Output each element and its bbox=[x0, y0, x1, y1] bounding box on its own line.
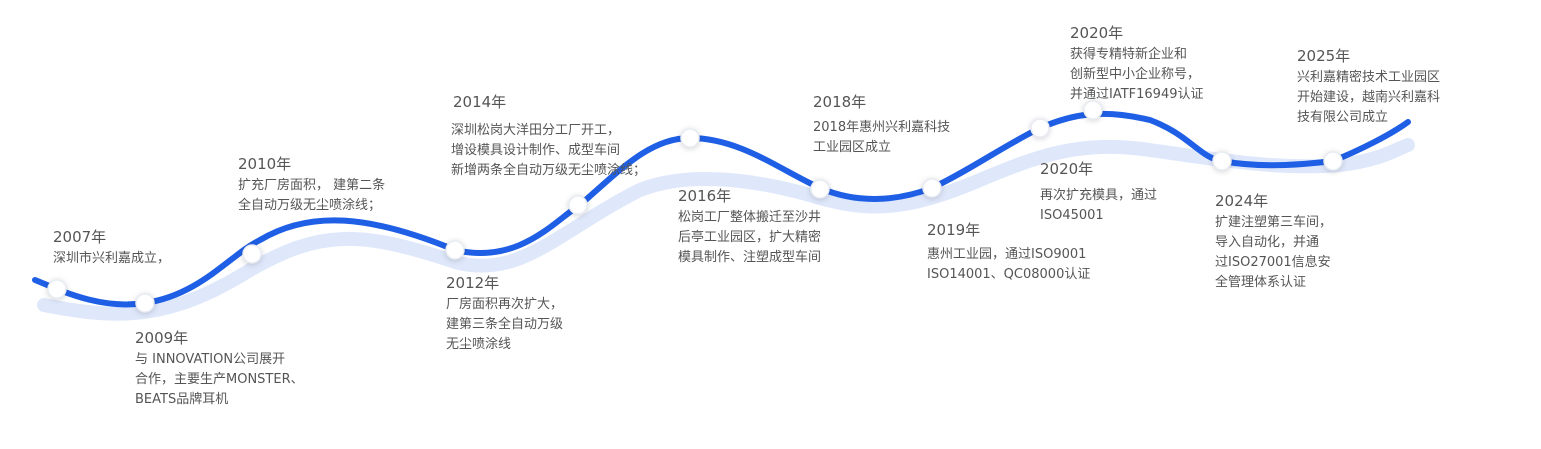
timeline-node bbox=[445, 240, 465, 260]
milestone-desc-line: 兴利嘉精密技术工业园区 bbox=[1297, 70, 1441, 85]
milestone-desc-line: 过ISO27001信息安 bbox=[1215, 255, 1331, 270]
milestone-year: 2024年 bbox=[1215, 192, 1269, 210]
milestone-year: 2020年 bbox=[1070, 24, 1124, 42]
milestone-2024: 2024年 扩建注塑第三车间， 导入自动化，并通 过ISO27001信息安 全管… bbox=[1215, 190, 1332, 293]
timeline-nodes bbox=[47, 100, 1343, 313]
milestone-desc-line: 后亭工业园区，扩大精密 bbox=[678, 230, 822, 245]
milestone-desc-line: BEATS品牌耳机 bbox=[135, 392, 229, 407]
timeline-node bbox=[47, 279, 67, 299]
milestone-desc-line: 并通过IATF16949认证 bbox=[1070, 87, 1204, 102]
milestone-desc-line: 深圳松岗大洋田分工厂开工， bbox=[451, 123, 621, 138]
milestone-desc-line: 导入自动化，并通 bbox=[1215, 235, 1320, 250]
milestone-year: 2009年 bbox=[135, 329, 189, 347]
milestone-2018: 2018年 2018年惠州兴利嘉科技 工业园区成立 bbox=[813, 91, 950, 158]
milestone-2025: 2025年 兴利嘉精密技术工业园区 开始建设，越南兴利嘉科 技有限公司成立 bbox=[1297, 45, 1440, 128]
milestone-desc-line: ISO45001 bbox=[1040, 208, 1104, 223]
milestone-2014: 2014年 深圳松岗大洋田分工厂开工， 增设模具设计制作、成型车间 新增两条全自… bbox=[451, 91, 646, 181]
timeline-node bbox=[1212, 151, 1232, 171]
milestone-2012: 2012年 厂房面积再次扩大， 建第三条全自动万级 无尘喷涂线 bbox=[446, 272, 563, 355]
milestone-desc-line: 模具制作、注塑成型车间 bbox=[678, 250, 822, 265]
milestone-desc-line: 惠州工业园，通过ISO9001 bbox=[927, 247, 1087, 262]
milestone-year: 2016年 bbox=[678, 187, 732, 205]
milestone-desc-line: 创新型中小企业称号， bbox=[1070, 67, 1201, 82]
milestone-desc-line: 工业园区成立 bbox=[813, 140, 892, 155]
milestone-desc-line: 松岗工厂整体搬迁至沙井 bbox=[678, 210, 822, 225]
milestone-desc-line: 扩充厂房面积， 建第二条 bbox=[238, 178, 386, 193]
milestone-desc-line: 全管理体系认证 bbox=[1215, 275, 1307, 290]
milestone-desc-line: 新增两条全自动万级无尘喷涂线； bbox=[451, 163, 647, 178]
milestone-year: 2014年 bbox=[453, 93, 507, 111]
milestone-desc-line: 再次扩充模具，通过 bbox=[1040, 188, 1158, 203]
timeline-node bbox=[1323, 151, 1343, 171]
milestone-year: 2007年 bbox=[53, 228, 107, 246]
milestone-desc-line: 厂房面积再次扩大， bbox=[446, 297, 564, 312]
milestone-2016: 2016年 松岗工厂整体搬迁至沙井 后亭工业园区，扩大精密 模具制作、注塑成型车… bbox=[678, 185, 821, 268]
milestone-2007: 2007年 深圳市兴利嘉成立， bbox=[53, 226, 170, 269]
timeline-node bbox=[1030, 118, 1050, 138]
milestone-2010: 2010年 扩充厂房面积， 建第二条 全自动万级无尘喷涂线； bbox=[238, 153, 385, 216]
milestone-desc-line: 无尘喷涂线 bbox=[446, 337, 512, 352]
timeline-node bbox=[922, 178, 942, 198]
milestone-desc-line: ISO14001、QC08000认证 bbox=[927, 267, 1091, 282]
milestone-desc-line: 增设模具设计制作、成型车间 bbox=[451, 143, 621, 158]
milestone-desc-line: 2018年惠州兴利嘉科技 bbox=[813, 120, 951, 135]
milestone-year: 2018年 bbox=[813, 93, 867, 111]
milestone-2020-mold-expansion: 2020年 再次扩充模具，通过 ISO45001 bbox=[1040, 158, 1157, 226]
milestone-year: 2020年 bbox=[1040, 160, 1094, 178]
timeline-node bbox=[680, 128, 700, 148]
milestone-desc-line: 合作，主要生产MONSTER、 bbox=[135, 372, 304, 387]
milestone-desc-line: 扩建注塑第三车间， bbox=[1215, 215, 1333, 230]
milestone-desc-line: 获得专精特新企业和 bbox=[1070, 47, 1188, 62]
timeline-node bbox=[135, 293, 155, 313]
milestone-year: 2012年 bbox=[446, 274, 500, 292]
milestone-desc-line: 深圳市兴利嘉成立， bbox=[53, 251, 171, 266]
milestone-2019: 2019年 惠州工业园，通过ISO9001 ISO14001、QC08000认证 bbox=[927, 219, 1090, 285]
timeline-node bbox=[810, 179, 830, 199]
milestone-desc-line: 建第三条全自动万级 bbox=[446, 317, 564, 332]
milestone-desc-line: 开始建设，越南兴利嘉科 bbox=[1297, 90, 1441, 105]
milestone-year: 2019年 bbox=[927, 221, 981, 239]
timeline-node bbox=[242, 244, 262, 264]
timeline-node bbox=[1083, 100, 1103, 120]
milestone-2009: 2009年 与 INNOVATION公司展开 合作，主要生产MONSTER、 B… bbox=[135, 327, 304, 410]
milestone-year: 2025年 bbox=[1297, 47, 1351, 65]
milestone-2020-certification: 2020年 获得专精特新企业和 创新型中小企业称号， 并通过IATF16949认… bbox=[1070, 22, 1204, 105]
milestone-desc-line: 技有限公司成立 bbox=[1297, 110, 1389, 125]
timeline-node bbox=[568, 195, 588, 215]
milestone-year: 2010年 bbox=[238, 155, 292, 173]
milestone-desc-line: 与 INNOVATION公司展开 bbox=[135, 352, 286, 367]
milestone-desc-line: 全自动万级无尘喷涂线； bbox=[238, 198, 382, 213]
